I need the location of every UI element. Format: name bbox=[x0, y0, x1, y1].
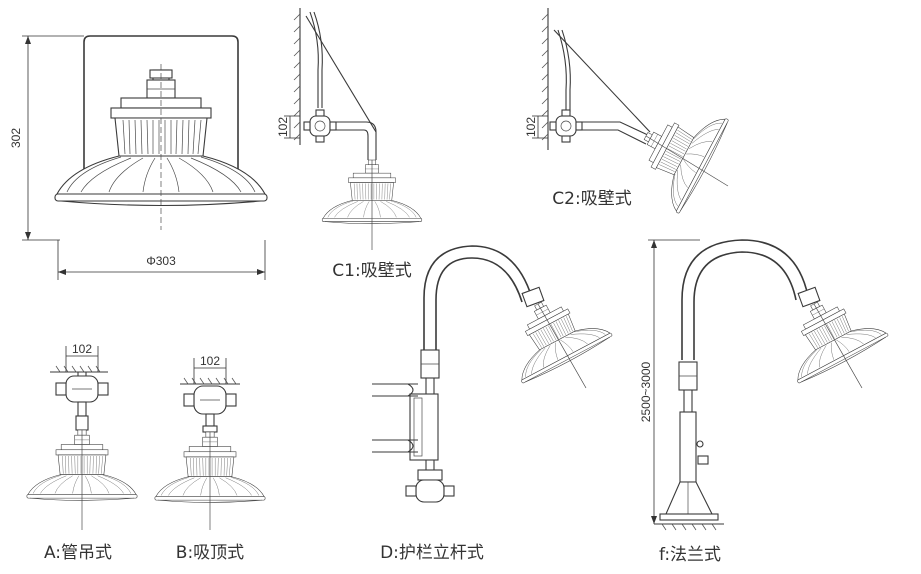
label-a: A:管吊式 bbox=[44, 543, 112, 563]
a-box-dim: 102 bbox=[72, 342, 92, 356]
label-c1: C1:吸壁式 bbox=[332, 261, 411, 281]
diameter-dim-text: Φ303 bbox=[146, 254, 176, 268]
height-dim-text: 302 bbox=[9, 128, 23, 148]
label-c2: C2:吸壁式 bbox=[552, 189, 631, 209]
height-dimension: 302 bbox=[9, 35, 84, 241]
label-f: f:法兰式 bbox=[659, 545, 721, 565]
b-ceiling-mount-view: 102 B:吸顶式 bbox=[154, 354, 266, 563]
b-box-dim: 102 bbox=[200, 354, 220, 368]
c1-box-dim: 102 bbox=[276, 117, 290, 137]
d-guardrail-pole-view: D:护栏立杆式 bbox=[372, 245, 614, 563]
a-pipe-pendant-view: 102 A:管吊式 bbox=[26, 342, 138, 563]
label-b: B:吸顶式 bbox=[176, 543, 244, 563]
c2-wall-mount-view: 102 C2:吸壁式 bbox=[524, 8, 731, 215]
pole-height-dim: 2500~3000 bbox=[639, 361, 653, 422]
c1-wall-mount-view: 102 C1:吸壁式 bbox=[276, 8, 423, 281]
f-flange-pole-view: 2500~3000 f:法兰式 bbox=[639, 239, 890, 565]
main-lamp-view bbox=[54, 35, 268, 230]
label-d: D:护栏立杆式 bbox=[380, 543, 484, 563]
c2-box-dim: 102 bbox=[524, 117, 538, 137]
diameter-dimension: Φ303 bbox=[57, 240, 266, 280]
